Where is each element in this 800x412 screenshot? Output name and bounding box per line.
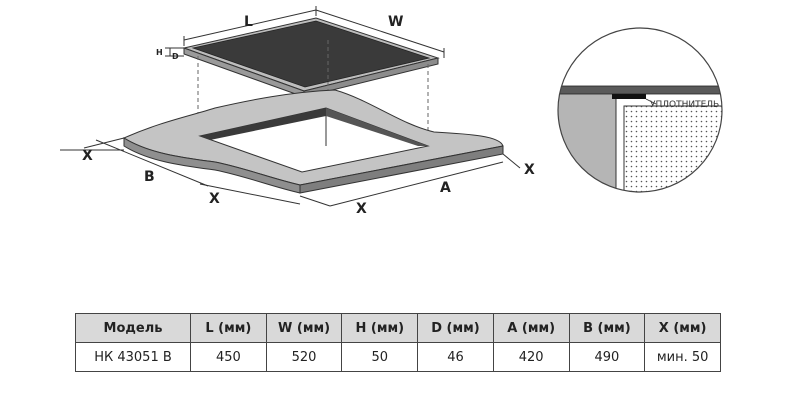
cell-D: 46 [417, 342, 494, 372]
label-H: H [156, 48, 163, 57]
cell-model: НК 43051 В [75, 342, 191, 372]
cell-L: 450 [190, 342, 267, 372]
cell-A: 420 [492, 342, 570, 372]
label-W: W [388, 14, 403, 30]
label-X-bottom-left: X [209, 191, 220, 207]
cell-X: мин. 50 [644, 342, 721, 372]
table-header-row: Модель L (мм) W (мм) H (мм) D (мм) A (мм… [75, 313, 721, 343]
seal-detail-zoom: УПЛОТНИТЕЛЬ [557, 27, 723, 193]
header-A: A (мм) [492, 313, 570, 343]
header-D: D (мм) [417, 313, 494, 343]
label-X-left: X [82, 148, 93, 164]
header-X: X (мм) [644, 313, 721, 343]
seal-label: УПЛОТНИТЕЛЬ [650, 100, 719, 110]
hob-dimension-lines [165, 6, 445, 58]
cell-B: 490 [568, 342, 646, 372]
header-H: H (мм) [341, 313, 419, 343]
label-D: D [172, 52, 179, 61]
label-A: A [440, 180, 451, 196]
cell-H: 50 [341, 342, 419, 372]
header-model: Модель [75, 313, 191, 343]
dimension-labels: L W H D X B X X A X [82, 14, 535, 217]
header-L: L (мм) [190, 313, 267, 343]
table-row: НК 43051 В 450 520 50 46 420 490 мин. 50 [75, 342, 721, 372]
label-X-bottom: X [356, 201, 367, 217]
cutout-dimension-lines [60, 116, 521, 207]
label-X-right: X [524, 162, 535, 178]
hob-installation-diagram: L W H D X B X X A X УПЛОТНИТЕЛЬ [60, 6, 723, 217]
worktop [122, 89, 504, 194]
spec-table: Модель L (мм) W (мм) H (мм) D (мм) A (мм… [75, 313, 721, 372]
label-L: L [244, 14, 253, 30]
label-B: B [144, 169, 155, 185]
header-W: W (мм) [265, 313, 343, 343]
header-B: B (мм) [568, 313, 646, 343]
cell-W: 520 [265, 342, 343, 372]
